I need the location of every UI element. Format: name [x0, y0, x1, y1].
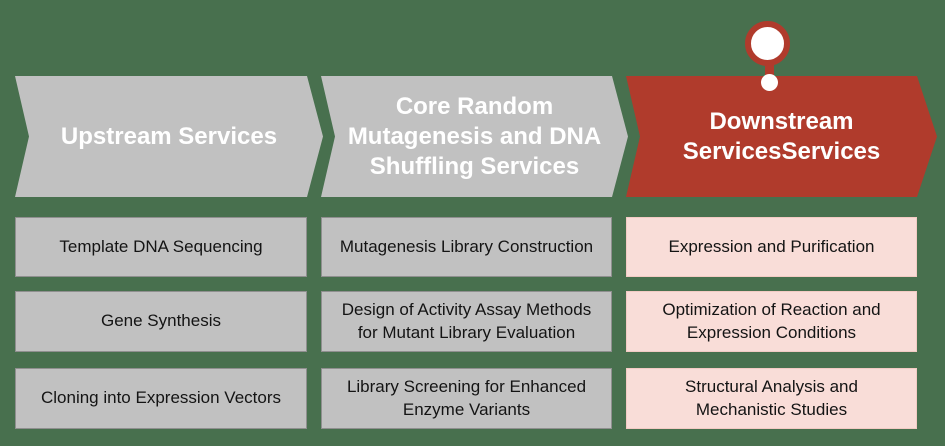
marker-dot [761, 74, 778, 91]
header-arrow-downstream-services: Downstream ServicesServices [626, 76, 937, 197]
service-box-downstream-1: Expression and Purification [626, 217, 917, 277]
header-arrow-upstream-services: Upstream Services [15, 76, 323, 197]
marker-ring [745, 21, 790, 66]
service-box-upstream-3: Cloning into Expression Vectors [15, 368, 307, 429]
service-box-core-3: Library Screening for Enhanced Enzyme Va… [321, 368, 612, 429]
service-box-core-2: Design of Activity Assay Methods for Mut… [321, 291, 612, 352]
header-arrow-core-mutagenesis-services: Core Random Mutagenesis and DNA Shufflin… [321, 76, 628, 197]
service-box-downstream-3: Structural Analysis and Mechanistic Stud… [626, 368, 917, 429]
marker-stem [765, 58, 774, 84]
service-box-downstream-2: Optimization of Reaction and Expression … [626, 291, 917, 352]
header-label-downstream: Downstream ServicesServices [682, 107, 881, 165]
header-label-core-mutagenesis: Core Random Mutagenesis and DNA Shufflin… [347, 92, 602, 180]
service-box-core-1: Mutagenesis Library Construction [321, 217, 612, 277]
service-box-upstream-2: Gene Synthesis [15, 291, 307, 352]
header-label-upstream: Upstream Services [60, 122, 278, 150]
service-box-upstream-1: Template DNA Sequencing [15, 217, 307, 277]
